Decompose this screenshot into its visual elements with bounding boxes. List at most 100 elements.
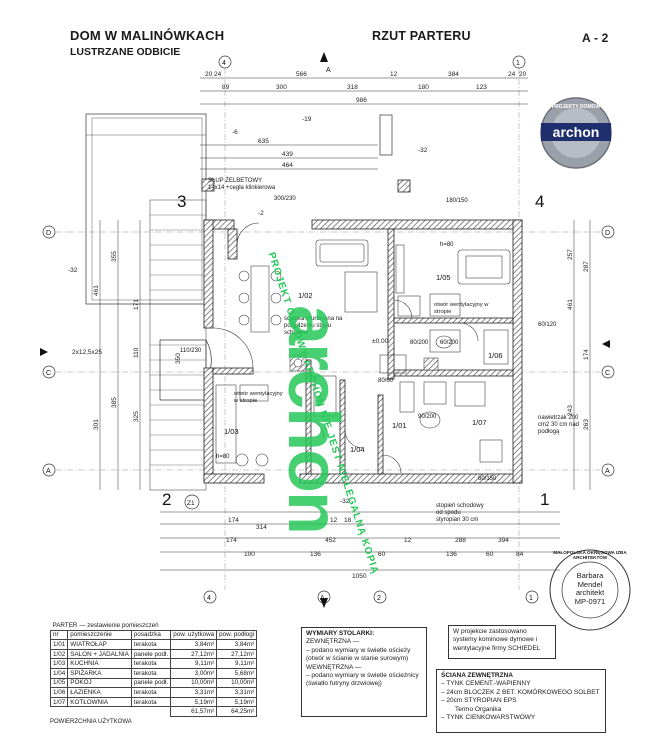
dim-misc-32-top: -32 (418, 147, 428, 154)
rooms-table-wrap: PARTER — zestawienie pomieszczeń nr pomi… (49, 621, 258, 725)
cell: 3,00m² (170, 667, 218, 679)
axis-label-1-bottom: 1 (529, 595, 533, 602)
cell: 9,11m² (170, 658, 218, 669)
window-tag-90: 90/200 (418, 414, 437, 420)
joinery-line: WEWNĘTRZNA — (306, 663, 362, 671)
dim-top-4: 12 (390, 71, 398, 78)
dim-bottom3-6: 84 (516, 551, 524, 558)
wall-layer: – TYNK CEMENT.-WAPIENNY (441, 680, 531, 688)
column-slup (201, 178, 215, 192)
cell: terakota (130, 667, 172, 679)
total-area: 61,57m² (170, 706, 218, 717)
dim-top-3: 566 (296, 71, 307, 78)
cell: 1/03 (49, 658, 69, 669)
section-arrow-top (320, 52, 328, 62)
dim-bottom2-4: 288 (455, 537, 466, 544)
dim-bottom3-1: 100 (244, 551, 255, 558)
window-tag-60-120: 60/120 (538, 322, 557, 328)
cell: 5,68m² (216, 667, 258, 679)
note-kominek: ścianka murowana na posadzeniu stopu sch… (284, 316, 343, 336)
room-label-106: 1/06 (488, 351, 503, 360)
joinery-line: (światło futryny drzwiowej) (306, 680, 382, 688)
dim-right-2: 287 (583, 261, 590, 272)
table-footer: POWIERZCHNIA UŻYTKOWA (50, 718, 132, 725)
cell: 1/01 (49, 639, 69, 650)
wall-layer: – 24cm BLOCZEK Z BET. KOMÓRKOWEGO SOLBET (441, 688, 600, 696)
dim-right-3: 461 (567, 299, 574, 310)
joinery-title: WYMIARY STOLARKI: (306, 630, 375, 637)
dim-left-4: 110 (133, 347, 140, 358)
cell: 3,31m² (170, 687, 218, 698)
dim-misc-32-left: -32 (68, 267, 78, 274)
note-stopien: stopień schodowy od spodu styropian 30 c… (436, 503, 484, 523)
dim-left-2: 355 (111, 251, 118, 262)
dim-top-6: 24 (508, 71, 516, 78)
dim-top2-4: 180 (418, 84, 429, 91)
dim-top2-3: 318 (347, 84, 358, 91)
room-label-105: 1/05 (436, 273, 451, 282)
note-nawietrzak: nawietrzak 200 cm2 30 cm nad podłogą (538, 415, 580, 435)
wall-layer: Termo Organika (455, 705, 502, 713)
cell: 27,12m² (170, 648, 218, 660)
dim-bottom2-3: 12 (404, 537, 412, 544)
wall-layers-box: ŚCIANA ZEWNĘTRZNA – TYNK CEMENT.-WAPIENN… (436, 669, 606, 733)
dim-right-1: 257 (567, 249, 574, 260)
room-label-102: 1/02 (298, 291, 313, 300)
quadrant-2: 2 (162, 490, 171, 509)
logo-brand: archon (552, 124, 600, 140)
rooms-table: PARTER — zestawienie pomieszczeń nr pomi… (49, 621, 258, 717)
note-vent-1: otwór wentylacyjny w stropie (434, 302, 489, 315)
dim-misc-2: -2 (258, 210, 264, 217)
logo-ring-text: PROJEKTY DOMÓW (551, 104, 601, 110)
furniture (212, 222, 511, 474)
axis-label-4-bottom: 4 (207, 595, 211, 602)
chimney-note: W projekcie zastosowano systemy kominowe… (448, 625, 556, 659)
cell: panele podł. (130, 648, 172, 660)
project-subtitle: LUSTRZANE ODBICIE (70, 46, 181, 58)
project-title: DOM W MALINÓWKACH (70, 28, 225, 43)
window-tag-80: 80/200 (410, 340, 429, 346)
cell: POKÓJ (67, 677, 132, 689)
total-floor-area: 64,25m² (216, 706, 258, 717)
quadrant-4: 4 (535, 192, 544, 211)
joinery-line: (otwór w ścianie w stanie surowym) (306, 655, 409, 663)
dim-right-6: 263 (583, 419, 590, 430)
cell: 1/04 (49, 667, 69, 679)
joinery-notes-box: WYMIARY STOLARKI: ZEWNĘTRZNA — – podano … (301, 627, 427, 717)
cell: SALON + JADALNIA (67, 648, 132, 660)
cell: terakota (130, 696, 172, 708)
cell: 3,31m² (216, 687, 258, 698)
section-arrow-left (40, 348, 48, 356)
archon-logo: archon PROJEKTY DOMÓW (537, 96, 615, 170)
dim-right-4: 243 (567, 405, 574, 416)
dim-top2-2: 300 (276, 84, 287, 91)
dim-bottom2-5: 394 (498, 537, 509, 544)
dim-bottom-total: 1050 (352, 573, 367, 580)
dim-bottom1-3: 12 (330, 517, 338, 524)
window-tag-60-150: 60/150 (478, 476, 497, 482)
axis-label-1-top: 1 (516, 60, 520, 67)
wall-layers-title: ŚCIANA ZEWNĘTRZNA (441, 672, 513, 679)
dim-left-7: 325 (133, 411, 140, 422)
cell: ŁAZIENKA (67, 687, 132, 698)
cell: 10,00m² (170, 677, 218, 689)
dim-bottom3-2: 136 (310, 551, 321, 558)
window-tag-80-60: 80/60 (378, 378, 394, 384)
outer-walls (203, 219, 523, 484)
cell: terakota (130, 639, 172, 650)
sheet-number: A - 2 (582, 31, 609, 45)
joinery-line: – podano wymiary w świetle ościeży (306, 646, 411, 654)
note-slup: SŁUP ŻELBETOWY 14x14 +cegła klinkierowa (208, 178, 276, 191)
window-tag-180: 180/150 (446, 198, 468, 204)
axis-label-2-bottom: 2 (377, 595, 381, 602)
dim-bottom3-4: 136 (446, 551, 457, 558)
dim-top-total: 986 (356, 97, 367, 104)
cell: KUCHNIA (67, 658, 132, 669)
